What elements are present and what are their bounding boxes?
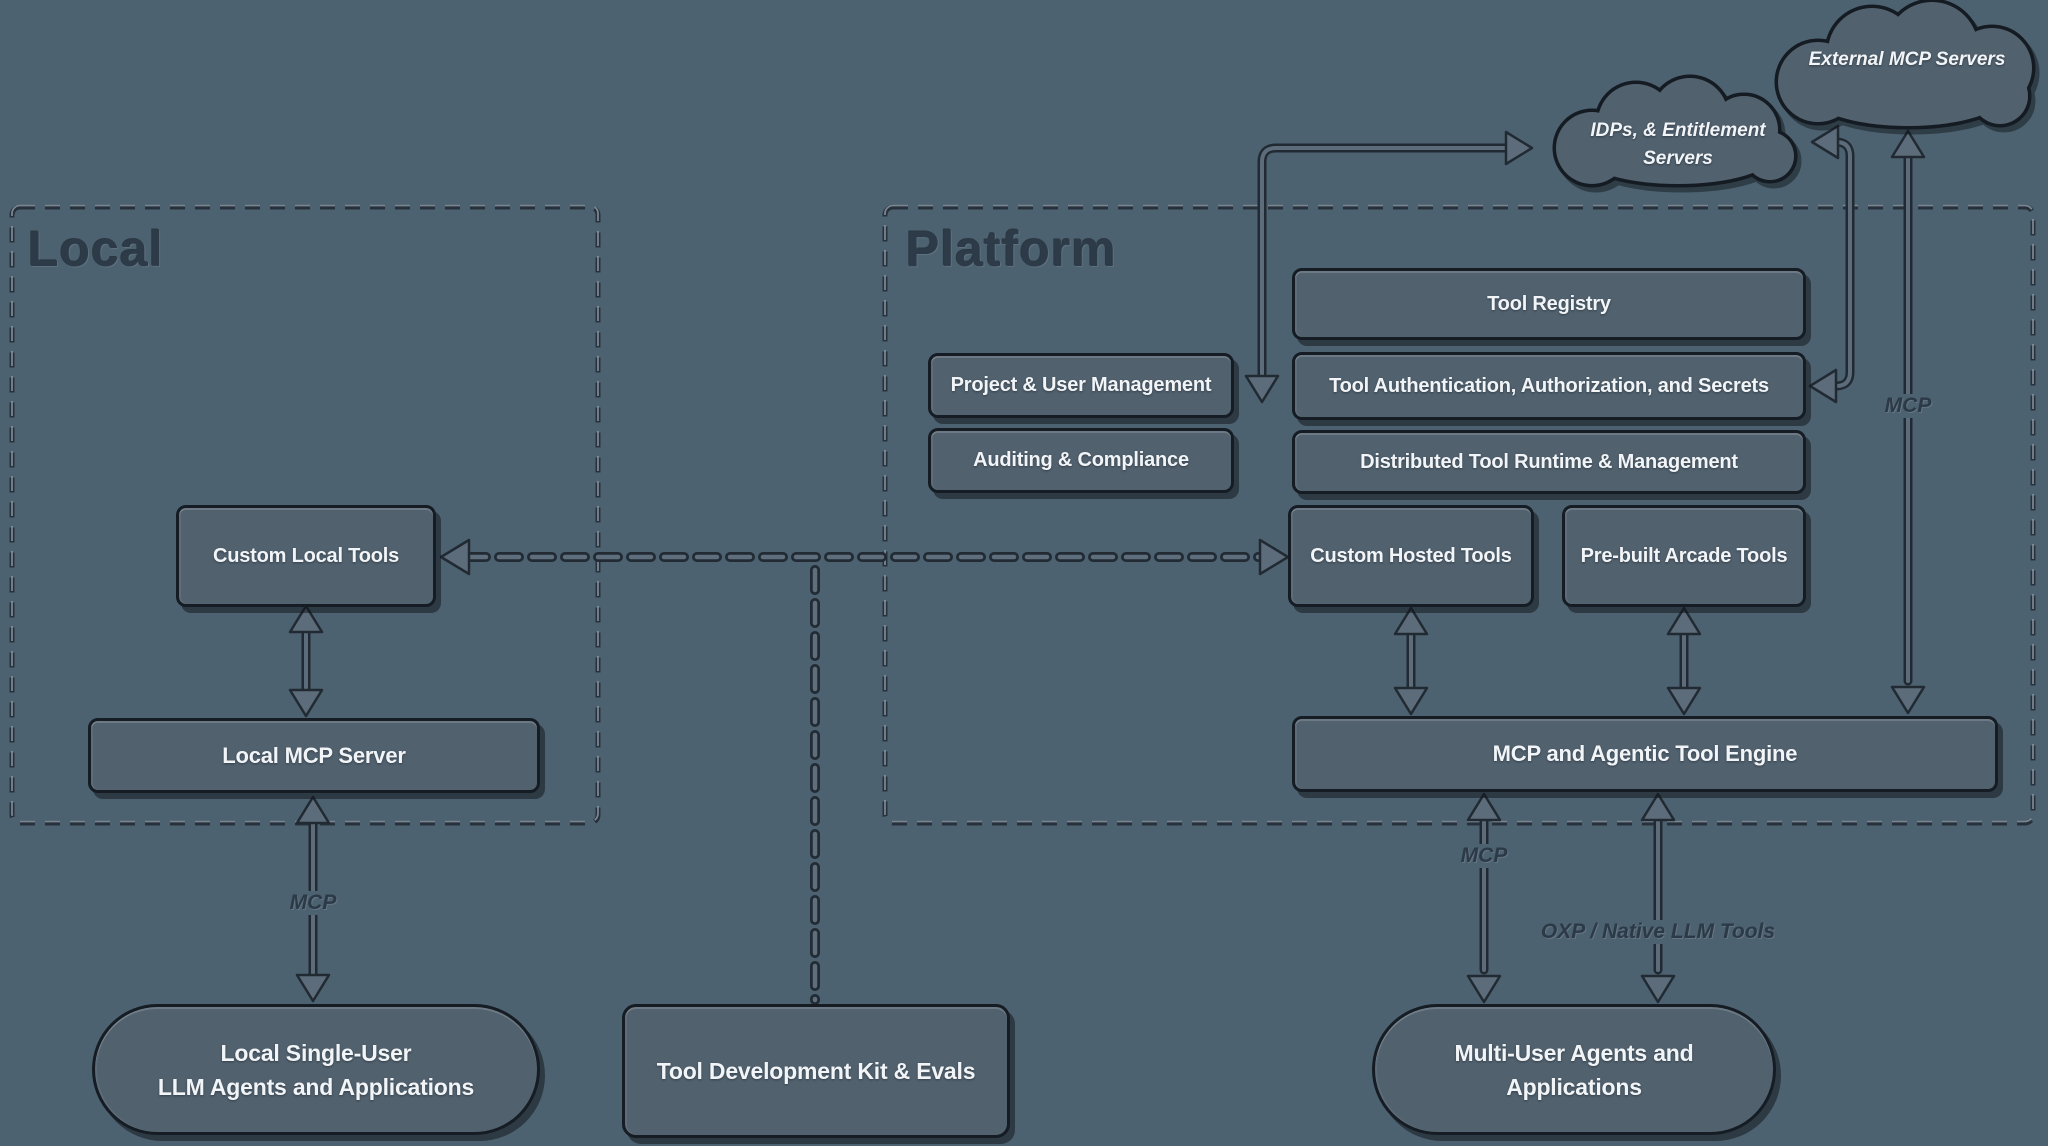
node-mcp-agentic-tool-engine-label: MCP and Agentic Tool Engine (1492, 741, 1798, 766)
node-custom-local-tools-label: Custom Local Tools (212, 544, 400, 567)
node-prebuilt-arcade-tools-label: Pre-built Arcade Tools (1580, 544, 1788, 567)
node-local-mcp-server-label: Local MCP Server (222, 742, 406, 768)
edge-toolauth-idp-right (1808, 124, 1855, 404)
node-multi-user-agents: Multi-User Agents and Applications (1372, 1004, 1776, 1135)
idp-cloud-label-line1: IDPs, & Entitlement (1590, 120, 1766, 141)
edge-hosted-engine (1393, 606, 1429, 716)
node-multi-user-agents-line1: Multi-User Agents and (1454, 1039, 1694, 1066)
node-mcp-agentic-tool-engine: MCP and Agentic Tool Engine (1292, 716, 1998, 792)
node-auditing-compliance: Auditing & Compliance (928, 428, 1234, 493)
edge-label-local-mcp: MCP (283, 891, 343, 915)
node-custom-local-tools: Custom Local Tools (176, 505, 436, 607)
edge-engine-externalcloud (1890, 129, 1926, 715)
edge-label-external-mcp: MCP (1878, 394, 1938, 418)
edge-label-engine-mcp: MCP (1454, 844, 1514, 868)
node-tool-registry: Tool Registry (1292, 268, 1806, 340)
node-tool-registry-label: Tool Registry (1487, 292, 1611, 315)
node-multi-user-agents-line2: Applications (1506, 1073, 1642, 1100)
node-distributed-runtime: Distributed Tool Runtime & Management (1292, 430, 1806, 494)
external-mcp-cloud-label: External MCP Servers (1808, 49, 2006, 70)
node-auditing-compliance-label: Auditing & Compliance (973, 449, 1189, 471)
node-tool-authentication: Tool Authentication, Authorization, and … (1292, 352, 1806, 420)
edge-engine-multi-oxp (1640, 792, 1676, 1004)
node-local-mcp-server: Local MCP Server (88, 718, 540, 793)
node-tool-development-kit: Tool Development Kit & Evals (622, 1004, 1010, 1138)
node-custom-hosted-tools: Custom Hosted Tools (1288, 505, 1534, 607)
node-project-user-management: Project & User Management (928, 353, 1234, 418)
edge-customlocal-localmcp (288, 604, 324, 718)
edge-arcade-engine (1666, 606, 1702, 716)
node-tool-authentication-label: Tool Authentication, Authorization, and … (1329, 374, 1769, 397)
node-project-user-management-label: Project & User Management (950, 374, 1212, 396)
node-custom-hosted-tools-label: Custom Hosted Tools (1310, 544, 1512, 567)
platform-section-title: Platform (906, 221, 1117, 277)
edge-label-oxp: OXP / Native LLM Tools (1534, 920, 1782, 944)
node-prebuilt-arcade-tools: Pre-built Arcade Tools (1562, 505, 1806, 607)
edge-local-hosted-dashed (439, 538, 1290, 576)
idp-cloud-label-line2: Servers (1643, 148, 1713, 169)
edge-engine-multi-mcp (1466, 792, 1502, 1004)
idp-cloud-label: IDPs, & Entitlement Servers (1590, 117, 1765, 173)
node-local-single-user-agents-line2: LLM Agents and Applications (157, 1073, 475, 1100)
node-distributed-runtime-label: Distributed Tool Runtime & Management (1360, 450, 1738, 473)
node-tool-development-kit-label: Tool Development Kit & Evals (656, 1058, 976, 1084)
node-local-single-user-agents: Local Single-User LLM Agents and Applica… (92, 1004, 540, 1135)
local-section-title: Local (28, 221, 164, 277)
node-local-single-user-agents-line1: Local Single-User (220, 1039, 412, 1066)
